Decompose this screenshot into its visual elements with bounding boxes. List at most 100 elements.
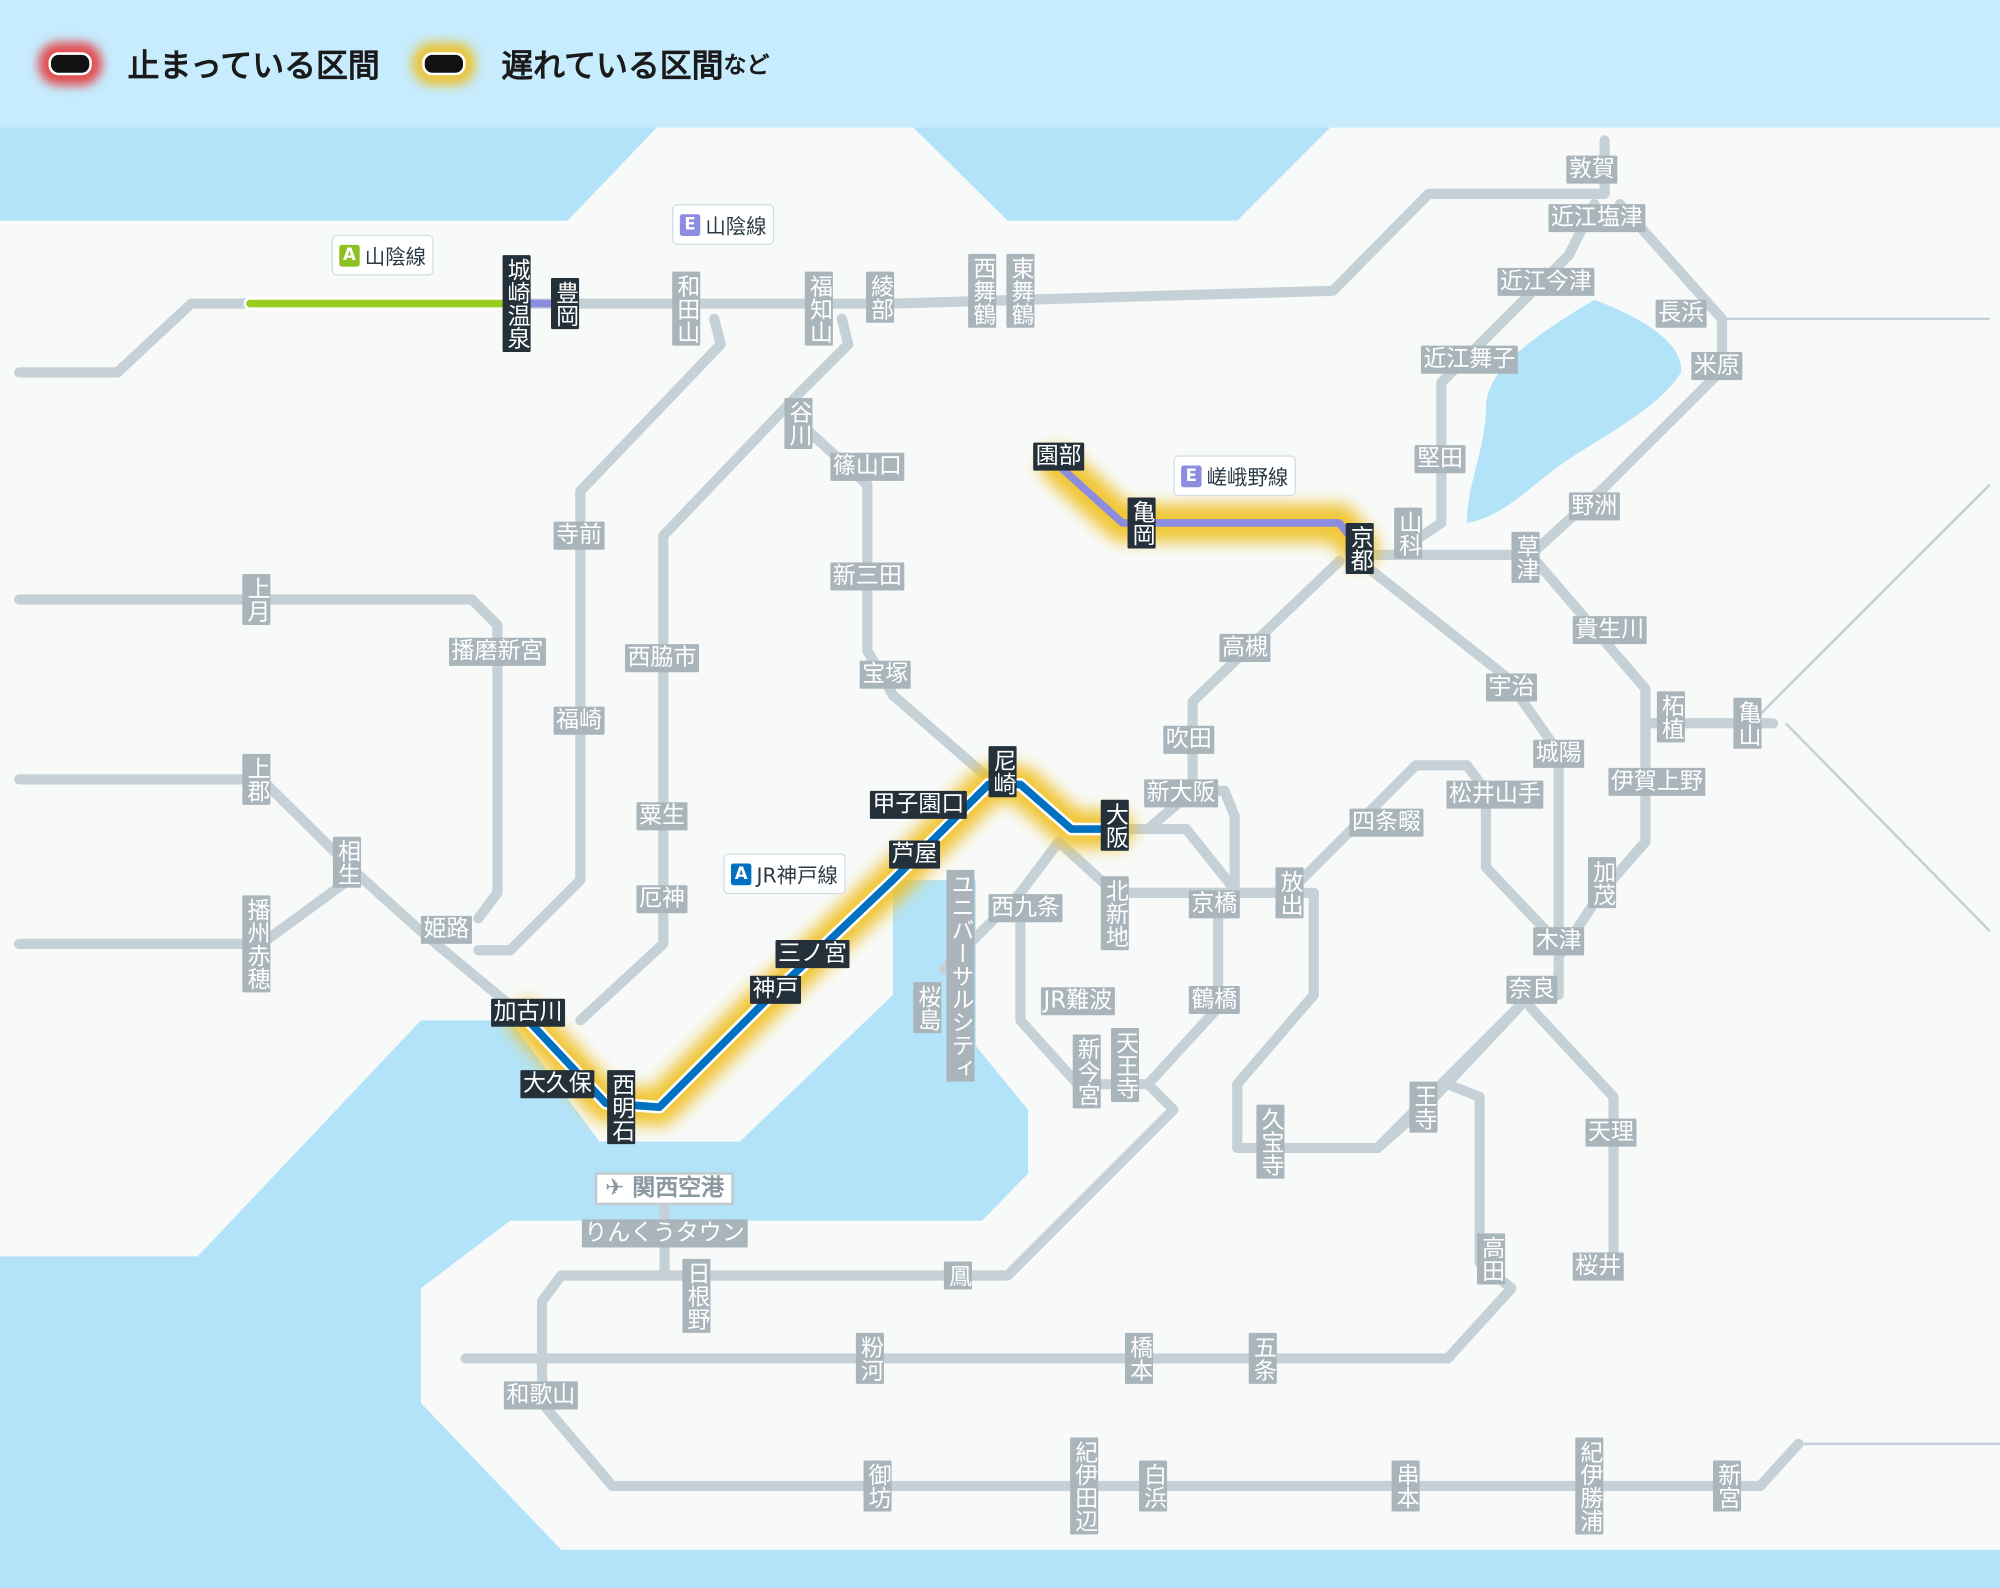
station-label[interactable]: 長浜 [1655,299,1707,328]
station-label[interactable]: 柘植 [1656,691,1685,743]
station-label-affected[interactable]: 亀岡 [1127,497,1156,549]
station-label[interactable]: 西脇市 [624,644,699,673]
station-label[interactable]: 米原 [1691,352,1743,381]
station-label[interactable]: 四条畷 [1349,808,1424,837]
station-label[interactable]: 鶴橋 [1188,985,1240,1015]
station-label[interactable]: 吹田 [1163,725,1215,754]
station-label-affected[interactable]: 豊岡 [551,278,580,330]
station-label[interactable]: 天王寺 [1110,1028,1140,1103]
station-label[interactable]: りんくうタウン [581,1219,748,1248]
station-label[interactable]: 粉河 [855,1332,884,1384]
station-label[interactable]: 相生 [332,836,361,888]
station-label[interactable]: 放出 [1275,867,1304,919]
station-label[interactable]: 奈良 [1506,975,1558,1004]
station-label[interactable]: 宝塚 [859,660,911,689]
station-label[interactable]: 木津 [1533,927,1585,956]
station-label[interactable]: 和歌山 [503,1381,578,1410]
station-label[interactable]: 高田 [1477,1233,1506,1285]
station-label[interactable]: 敦賀 [1566,155,1618,184]
station-label-affected[interactable]: 加古川 [491,998,566,1027]
station-label-affected[interactable]: 大阪 [1100,799,1129,851]
station-label[interactable]: 寺前 [553,521,605,550]
station-label[interactable]: 加茂 [1588,857,1617,909]
station-label[interactable]: ✈ 関西空港 [594,1172,735,1206]
station-label-affected[interactable]: 甲子園口 [869,790,967,819]
station-name: 福崎 [556,706,603,734]
station-label[interactable]: 和田山 [672,271,701,346]
station-label[interactable]: 宇治 [1485,673,1537,702]
station-label-affected[interactable]: 城崎温泉 [502,255,531,353]
station-label[interactable]: 近江今津 [1497,267,1595,296]
station-label[interactable]: ユニバーサルシティ [946,869,975,1082]
station-label[interactable]: 福知山 [804,271,833,346]
station-label[interactable]: 播州赤穂 [242,895,271,993]
station-label[interactable]: 姫路 [420,915,472,944]
station-label[interactable]: 上月 [242,573,271,625]
station-label[interactable]: 桜島 [913,982,942,1034]
station-label-affected[interactable]: 園部 [1033,442,1085,471]
station-name: 西舞鶴 [969,256,997,326]
station-label[interactable]: 御坊 [863,1460,892,1512]
station-label-affected[interactable]: 京都 [1345,522,1374,574]
station-label[interactable]: 松井山手 [1446,780,1544,809]
station-label[interactable]: 新大阪 [1144,779,1219,808]
station-label[interactable]: 王寺 [1409,1081,1438,1133]
station-label-affected[interactable]: 神戸 [749,975,802,1004]
station-label[interactable]: 伊賀上野 [1608,767,1706,796]
station-label[interactable]: 桜井 [1572,1252,1624,1281]
station-label[interactable]: 粟生 [636,802,688,831]
station-label[interactable]: 谷川 [784,397,813,449]
station-label[interactable]: 新三田 [830,562,905,591]
station-label[interactable]: 西舞鶴 [968,253,997,328]
station-label[interactable]: JR難波 [1040,987,1115,1016]
station-name: 大久保 [522,1070,592,1097]
station-label[interactable]: 綾部 [866,271,895,323]
station-label[interactable]: 新今宮 [1072,1034,1101,1109]
station-label[interactable]: 篠山口 [830,452,905,481]
line-sanin [14,135,1610,378]
station-label[interactable]: 紀伊田辺 [1070,1437,1099,1535]
station-label[interactable]: 北新地 [1100,876,1129,951]
station-label[interactable]: 新宮 [1713,1460,1742,1512]
station-label-affected[interactable]: 尼崎 [988,746,1017,798]
station-label[interactable]: 天理 [1585,1118,1637,1147]
station-label[interactable]: 日根野 [682,1258,711,1333]
station-label[interactable]: 白浜 [1139,1460,1168,1512]
station-label[interactable]: 野洲 [1568,492,1620,521]
station-label[interactable]: 厄神 [636,885,688,914]
station-label[interactable]: 亀山 [1733,697,1762,749]
station-label[interactable]: 上郡 [242,753,271,805]
station-label-affected[interactable]: 芦屋 [889,840,941,869]
station-label[interactable]: 紀伊勝浦 [1575,1437,1604,1535]
station-label[interactable]: 草津 [1511,531,1540,583]
station-label[interactable]: 久宝寺 [1256,1104,1285,1179]
station-label[interactable]: 山科 [1394,507,1423,559]
station-label[interactable]: 五条 [1248,1332,1277,1384]
station-name: 東舞鶴 [1007,256,1035,326]
legend-stopped-label: 止まっている区間 [127,47,380,85]
station-label[interactable]: 城陽 [1533,739,1585,768]
station-name: 和歌山 [506,1381,576,1409]
station-label[interactable]: 鳳 [943,1261,972,1290]
station-label[interactable]: 京橋 [1188,890,1240,919]
station-label[interactable]: 近江舞子 [1420,345,1518,374]
line-gakkentoshi [1283,760,1564,949]
station-label[interactable]: 東舞鶴 [1006,253,1035,328]
station-label-affected[interactable]: 西明石 [607,1070,636,1145]
station-label-affected[interactable]: 三ノ宮 [775,940,850,969]
station-label[interactable]: 串本 [1391,1460,1420,1512]
station-label[interactable]: 西九条 [988,894,1063,923]
station-label[interactable]: 福崎 [553,706,605,735]
station-label[interactable]: 橋本 [1124,1332,1154,1384]
station-label[interactable]: 近江塩津 [1548,204,1646,233]
station-label[interactable]: 高槻 [1219,633,1271,662]
station-name: 宝塚 [862,660,909,688]
station-label[interactable]: 堅田 [1414,445,1466,474]
station-label-affected[interactable]: 大久保 [520,1070,595,1099]
station-label[interactable]: 貴生川 [1572,616,1647,645]
station-label[interactable]: 播磨新宮 [448,637,546,666]
